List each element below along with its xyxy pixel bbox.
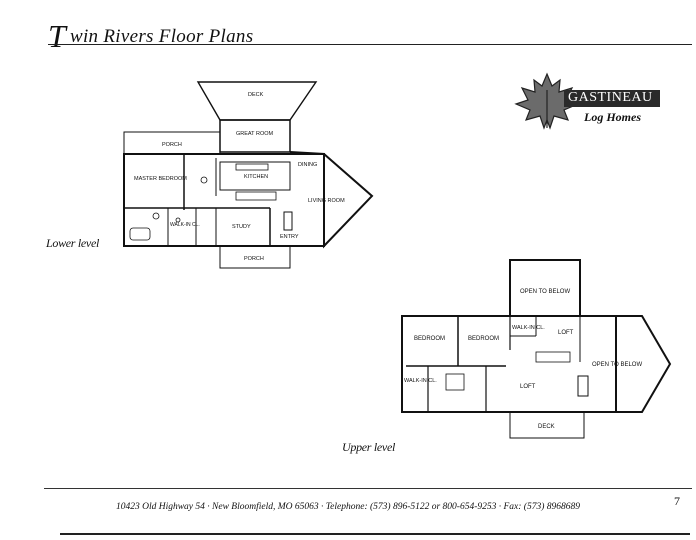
bottom-bar xyxy=(60,533,690,535)
upper-body-outline xyxy=(401,315,617,413)
upper-wedge-outline xyxy=(615,315,672,413)
deck-outline xyxy=(196,81,318,121)
room-walk-in-top: WALK-IN CL. xyxy=(512,325,545,331)
footer-divider xyxy=(44,488,692,489)
porch-bottom-outline xyxy=(219,245,291,269)
footer-address: 10423 Old Highway 54 · New Bloomfield, M… xyxy=(115,502,581,512)
room-bedroom-left: BEDROOM xyxy=(414,336,445,342)
logo-name-band xyxy=(564,90,660,107)
upper-level-label: Upper level xyxy=(342,440,396,454)
room-master-bedroom: MASTER BEDROOM xyxy=(134,176,187,182)
lower-level-plan: DECK GREAT ROOM PORCH MASTER BEDROOM KIT… xyxy=(123,81,374,269)
room-dining: DINING xyxy=(298,162,317,168)
open-to-below-top-outline xyxy=(509,259,581,317)
room-loft-top: LOFT xyxy=(558,330,574,336)
room-walk-in-left: WALK-IN CL. xyxy=(404,378,437,384)
room-entry: ENTRY xyxy=(280,234,299,240)
main-body-outline xyxy=(123,153,325,247)
room-study: STUDY xyxy=(232,224,251,230)
upper-level-plan: OPEN TO BELOW BEDROOM BEDROOM WALK-IN CL… xyxy=(401,259,672,439)
upper-deck-outline xyxy=(509,411,585,439)
lower-level-label: Lower level xyxy=(46,236,100,250)
room-walk-in: WALK-IN CL. xyxy=(170,222,200,228)
title-text: win Rivers Floor Plans xyxy=(70,26,254,47)
room-upper-deck: DECK xyxy=(538,424,555,430)
room-kitchen: KITCHEN xyxy=(244,174,268,180)
room-great-room: GREAT ROOM xyxy=(236,131,273,137)
room-deck: DECK xyxy=(248,92,264,98)
room-porch-top: PORCH xyxy=(162,142,182,148)
maple-leaf-icon xyxy=(514,72,580,130)
logo-subtitle: Log Homes xyxy=(584,110,641,124)
room-open-to-below-top: OPEN TO BELOW xyxy=(520,289,570,295)
room-open-to-below-right: OPEN TO BELOW xyxy=(592,362,642,368)
title-divider xyxy=(48,44,692,45)
room-porch-bottom: PORCH xyxy=(244,256,264,262)
page-number: 7 xyxy=(674,494,680,508)
title-initial: T xyxy=(48,18,66,54)
logo-name: GASTINEAU xyxy=(568,90,653,105)
room-loft: LOFT xyxy=(520,384,536,390)
room-bedroom-right: BEDROOM xyxy=(468,336,499,342)
company-logo: GASTINEAU Log Homes xyxy=(512,70,662,132)
room-living-room: LIVING ROOM xyxy=(308,198,345,204)
